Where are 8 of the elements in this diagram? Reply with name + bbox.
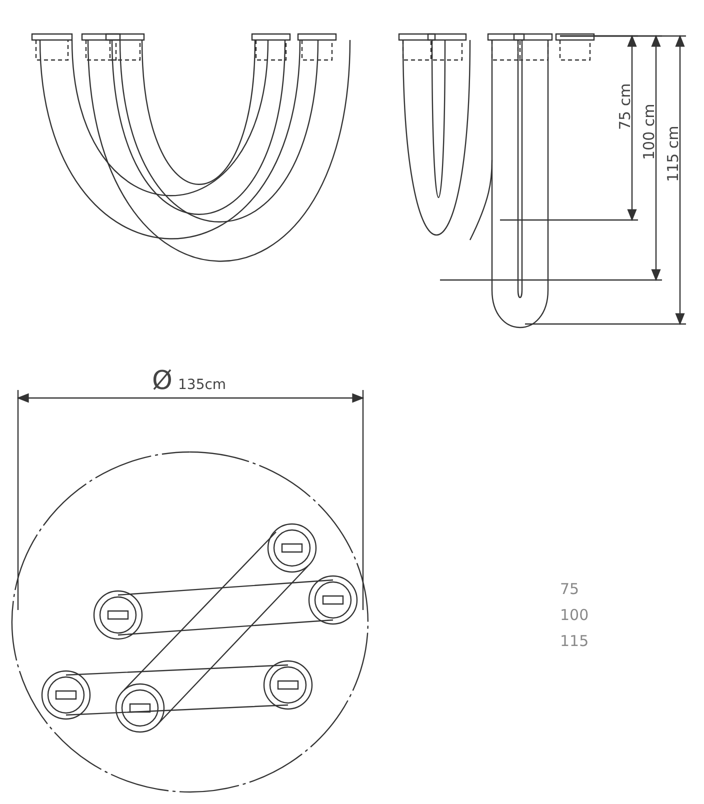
model-size-label: 100 [560,608,589,623]
dimension-label: 135cm [178,378,226,392]
model-size-label: 75 [560,582,580,597]
dimension-label: 100 cm [642,104,657,160]
diameter-symbol: Ø [152,368,172,394]
model-size-label: 115 [560,634,589,649]
dimension-label: 115 cm [666,126,681,182]
dimension-label: 75 cm [618,83,633,130]
